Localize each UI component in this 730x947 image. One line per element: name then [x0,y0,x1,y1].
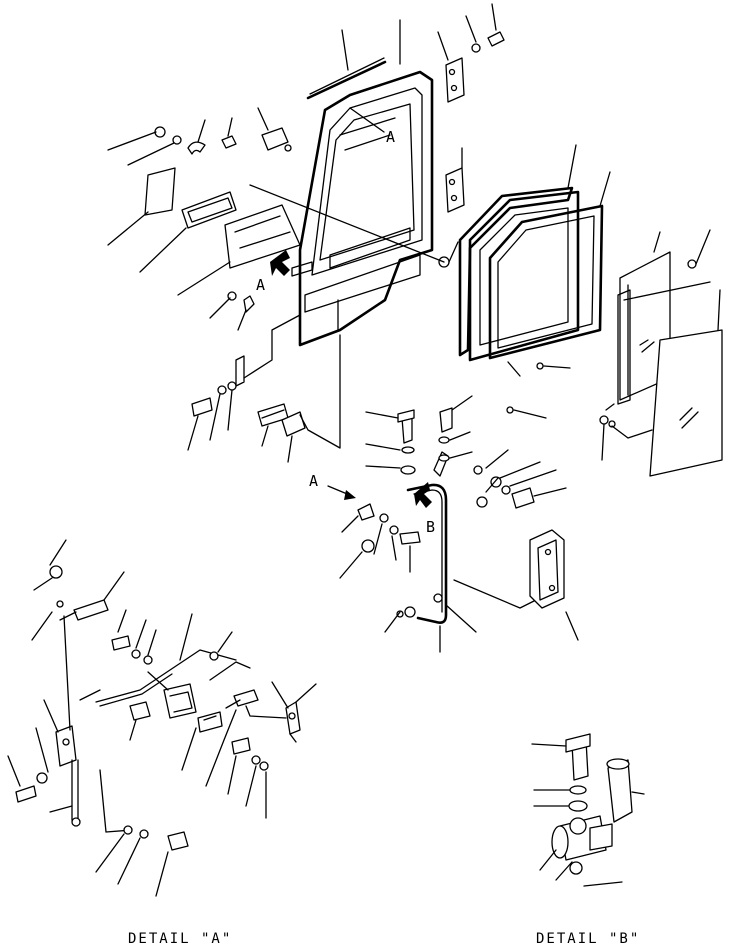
bar-lower-fasteners [339,503,421,579]
glass-guide-rail [605,289,631,411]
bar-arrow-b: B [414,482,435,536]
bar-arrow-a: A [309,472,356,500]
inner-trim-panel [177,204,301,296]
label-view-a-left: A [256,276,265,294]
bar-mount-bolts [365,395,473,475]
door-pad [107,167,176,246]
inside-handle-parts [107,119,206,166]
caption-detail-a: DETAIL "A" [128,931,232,947]
door-handle-cover [221,107,292,152]
window-clips [506,229,711,461]
label-view-b: B [426,518,435,536]
assist-grip-bar [384,451,541,653]
door-pocket [139,191,237,273]
detail-a-assembly [7,539,317,897]
fixed-glass [623,281,723,477]
door-stopper [249,184,459,268]
window-frame-outer [458,144,580,362]
exterior-handle [529,529,579,641]
door-hinge-upper [437,31,465,103]
door-arrow-a: A [256,250,290,294]
door-callout-a: A [349,107,395,146]
label-view-a-hinge: A [309,472,318,490]
glass-run-strip [306,29,387,100]
door-hinge-lower [445,147,465,213]
bar-top-fasteners [473,449,567,509]
striker-bolts [187,381,237,451]
label-view-a-top: A [386,128,395,146]
hinge-bolt-top [399,3,505,65]
detail-b-assembly [531,733,645,887]
striker-plate [257,334,341,463]
door-lock-bits [209,291,301,387]
caption-detail-b: DETAIL "B" [536,931,640,947]
door-panel [291,70,434,347]
window-frame-inner [488,171,611,377]
